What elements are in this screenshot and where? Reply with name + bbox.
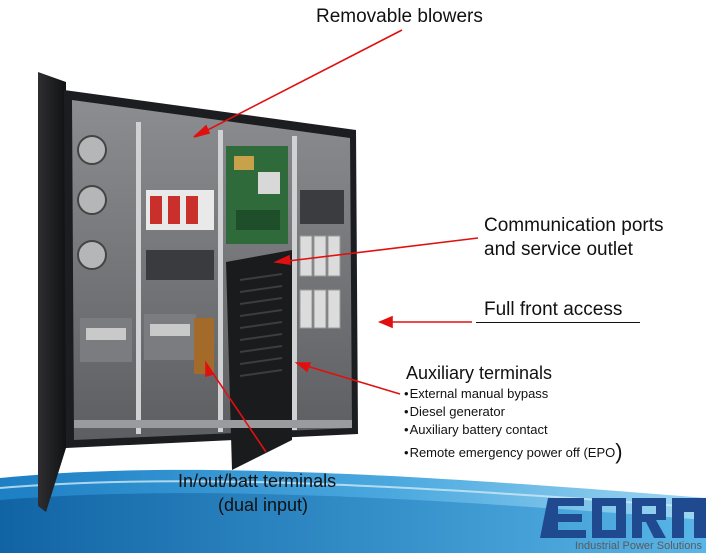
io-terminals-label-line1: In/out/batt terminals <box>178 471 337 491</box>
front-access-arrowhead <box>377 315 393 329</box>
full-front-access-label: Full front access <box>484 299 623 320</box>
footer-wave <box>0 469 706 553</box>
communication-ports-label-line2: and service outlet <box>484 239 633 260</box>
io-terminals-label-line2: (dual input) <box>218 495 309 515</box>
auxiliary-terminals-title: Auxiliary terminals <box>406 363 553 383</box>
aux-callout-line <box>299 363 401 395</box>
blowers-callout-line <box>195 29 403 137</box>
io-arrowhead <box>205 360 215 378</box>
comm-arrowhead <box>273 254 291 265</box>
blowers-arrowhead <box>193 124 211 138</box>
communication-ports-label-line1: Communication ports <box>484 215 664 236</box>
auxiliary-terminals-list: External manual bypass Diesel generator … <box>404 385 623 463</box>
borri-logo <box>540 498 706 538</box>
removable-blowers-label: Removable blowers <box>316 6 483 27</box>
aux-item-epo: Remote emergency power off (EPO) <box>404 441 623 463</box>
aux-item-manual-bypass: External manual bypass <box>404 385 623 403</box>
epo-closing-paren: ) <box>615 439 623 464</box>
aux-item-diesel-generator: Diesel generator <box>404 403 623 421</box>
brand-tagline: Industrial Power Solutions <box>574 540 702 552</box>
ups-cabinet-photo <box>38 72 358 512</box>
aux-item-battery-contact: Auxiliary battery contact <box>404 421 623 439</box>
aux-arrowhead <box>294 362 312 373</box>
io-callout-line <box>207 365 267 453</box>
front-access-underline <box>476 322 640 323</box>
comm-callout-line <box>279 237 479 263</box>
callout-lines <box>193 29 479 453</box>
